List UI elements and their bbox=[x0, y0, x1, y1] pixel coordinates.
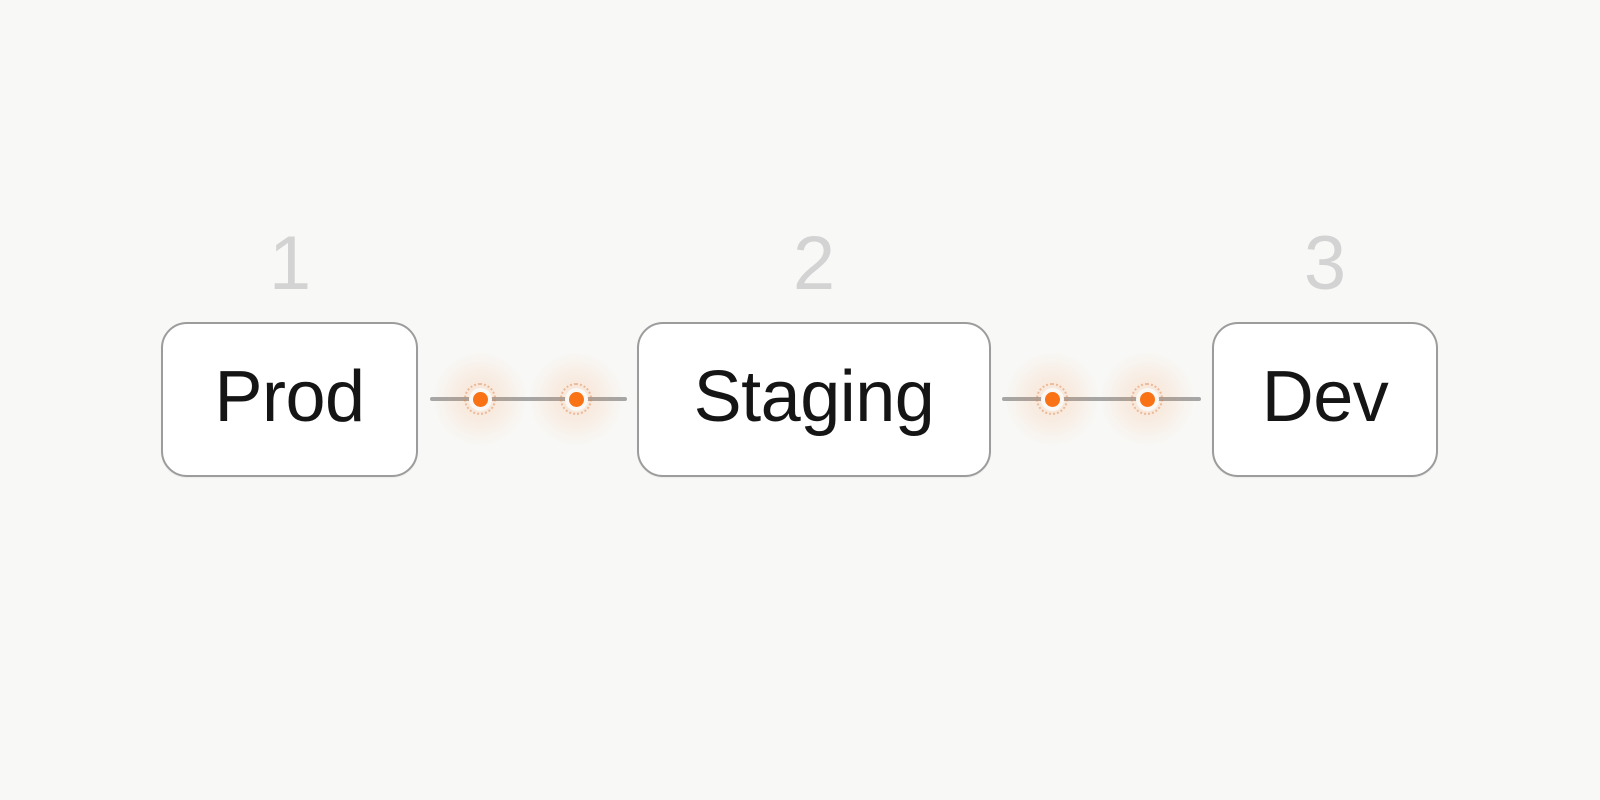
sync-dot-icon bbox=[1044, 391, 1060, 407]
connector-line-staging-dev bbox=[1002, 397, 1201, 401]
sync-dot-icon bbox=[568, 391, 584, 407]
env-node-staging: Staging bbox=[637, 322, 991, 477]
connector-line-prod-staging bbox=[430, 397, 627, 401]
sync-dot-icon bbox=[1139, 391, 1155, 407]
env-node-dev: Dev bbox=[1212, 322, 1438, 477]
sync-dot-icon bbox=[472, 391, 488, 407]
env-node-label-dev: Dev bbox=[1261, 356, 1389, 437]
step-number-2: 2 bbox=[792, 221, 836, 306]
env-node-label-prod: Prod bbox=[214, 356, 365, 437]
step-number-1: 1 bbox=[268, 221, 312, 306]
env-node-prod: Prod bbox=[161, 322, 418, 477]
env-node-label-staging: Staging bbox=[693, 356, 935, 437]
step-number-3: 3 bbox=[1303, 221, 1347, 306]
